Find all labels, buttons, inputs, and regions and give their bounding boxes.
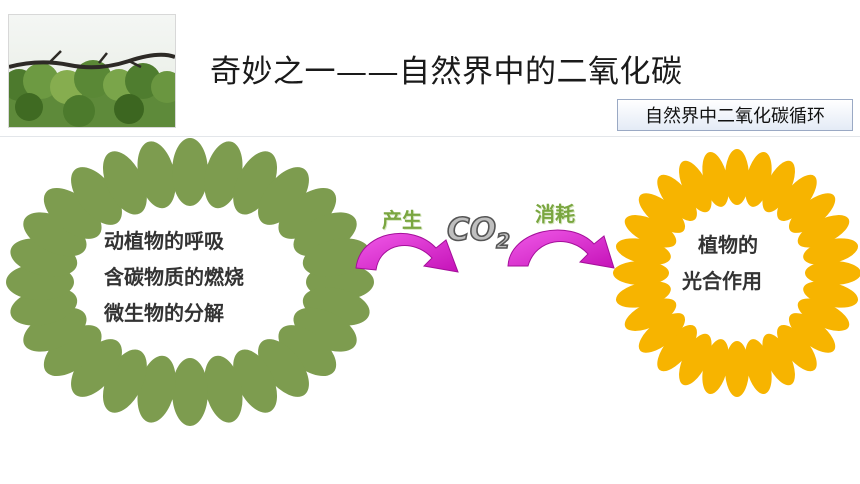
yellow-petal (762, 333, 795, 386)
yellow-petal (803, 281, 859, 308)
green-petal (293, 212, 357, 257)
green-petal (10, 287, 78, 326)
consume-label: 消耗 (535, 202, 575, 226)
header-photo (8, 14, 176, 128)
yellow-petal (613, 261, 669, 285)
green-petal (43, 187, 102, 239)
green-petal (23, 307, 87, 352)
yellow-petal (745, 151, 772, 207)
yellow-petal (805, 261, 860, 285)
green-petal (172, 358, 208, 426)
green-petal (204, 355, 243, 423)
green-petal (258, 339, 309, 397)
green-petal (293, 307, 357, 352)
yellow-petal (624, 298, 677, 331)
yellow-petal (615, 238, 671, 265)
yellow-petal (679, 160, 712, 213)
yellow-petal (762, 160, 795, 213)
green-petal (233, 151, 278, 215)
source-respiration: 动植物的呼吸 (104, 229, 224, 253)
green-petal (102, 151, 147, 215)
yellow-petal (725, 149, 749, 205)
yellow-petal (638, 313, 686, 353)
cycle-topic-button[interactable]: 自然界中二氧化碳循环 (617, 99, 853, 131)
green-petal (10, 238, 78, 277)
yellow-petal (702, 339, 729, 395)
yellow-petal (725, 341, 749, 397)
sink-line-2: 光合作用 (682, 269, 762, 293)
green-petal (233, 349, 278, 413)
green-petal (306, 264, 374, 300)
green-petal (278, 325, 337, 377)
co2-subscript: 2 (495, 228, 511, 254)
green-petal (71, 339, 122, 397)
green-petal (23, 212, 87, 257)
source-decomposition: 微生物的分解 (104, 301, 224, 325)
green-petal (278, 187, 337, 239)
yellow-petal (777, 324, 817, 372)
green-petal (6, 264, 74, 300)
yellow-petal (624, 215, 677, 248)
green-petal (71, 167, 122, 225)
green-petal (137, 141, 176, 209)
yellow-petal (615, 281, 671, 308)
yellow-petal (745, 339, 772, 395)
sink-line-1: 植物的 (698, 233, 758, 257)
co2-main: CO (446, 211, 497, 249)
green-petal (172, 138, 208, 206)
yellow-petal (657, 174, 697, 222)
yellow-petal (657, 324, 697, 372)
yellow-petal (803, 238, 859, 265)
page-title: 奇妙之一——自然界中的二氧化碳 (210, 54, 683, 90)
produce-label: 产生 (382, 208, 422, 232)
yellow-petal (777, 174, 817, 222)
green-petal (302, 238, 370, 277)
consume-arrow (507, 229, 615, 269)
yellow-petal (797, 298, 850, 331)
yellow-petal (788, 193, 836, 233)
green-petal (204, 141, 243, 209)
green-petal (137, 355, 176, 423)
green-petal (102, 349, 147, 413)
produce-arrow (355, 233, 459, 273)
yellow-petal (702, 151, 729, 207)
yellow-petal (797, 215, 850, 248)
yellow-petal (638, 193, 686, 233)
header-band (0, 0, 860, 137)
yellow-petal (788, 313, 836, 353)
co2-label: CO2 (446, 211, 511, 254)
green-petal (302, 287, 370, 326)
yellow-petal (679, 333, 712, 386)
green-petal (258, 167, 309, 225)
green-petal (43, 325, 102, 377)
source-combustion: 含碳物质的燃烧 (104, 265, 244, 289)
